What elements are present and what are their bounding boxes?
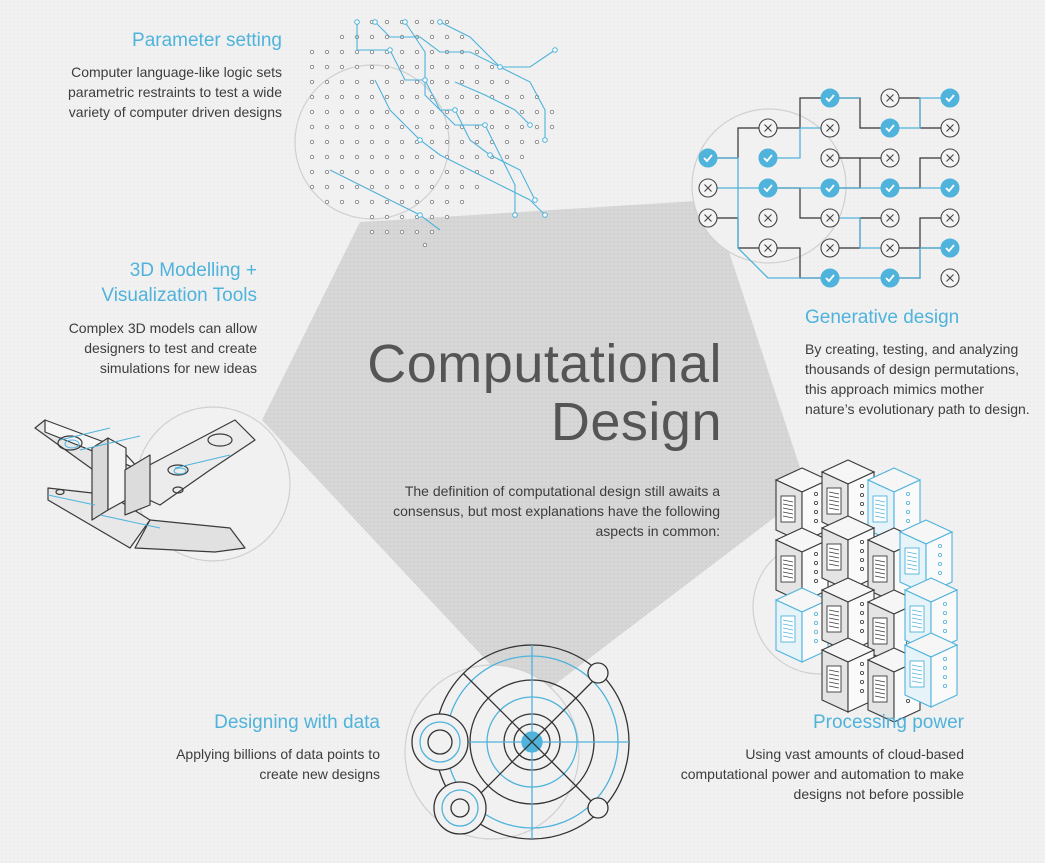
central-pentagon [262, 200, 808, 705]
data-body: Applying billions of data points to crea… [176, 746, 380, 782]
intro-text: The definition of computational design s… [393, 483, 720, 539]
dot-grid-network-icon [309, 19, 558, 248]
data-block: Designing with data Applying billions of… [150, 710, 380, 784]
title-line-2: Design [550, 392, 722, 452]
generative-heading: Generative design [805, 307, 960, 328]
generative-block: Generative design By creating, testing, … [805, 305, 1030, 419]
parameter-setting-body: Computer language-like logic sets parame… [68, 64, 282, 120]
modelling-block: 3D Modelling + Visualization Tools Compl… [30, 258, 257, 378]
title-line-1: Computational [367, 334, 722, 394]
processing-body: Using vast amounts of cloud-based comput… [680, 746, 964, 802]
wireframe-jet-icon [34, 419, 256, 553]
jet-projection-lines [47, 427, 231, 529]
parameter-setting-block: Parameter setting Computer language-like… [60, 28, 282, 122]
data-heading: Designing with data [214, 712, 380, 733]
parameter-setting-heading: Parameter setting [132, 30, 282, 51]
data-target-icon [411, 644, 630, 840]
modelling-body: Complex 3D models can allow designers to… [68, 320, 257, 376]
modelling-heading-line-1: 3D Modelling + [129, 260, 257, 281]
processing-block: Processing power Using vast amounts of c… [680, 710, 964, 804]
modelling-heading: 3D Modelling + Visualization Tools [30, 258, 257, 308]
generative-network-icon [698, 88, 960, 288]
modelling-heading-line-2: Visualization Tools [101, 285, 257, 306]
processing-heading: Processing power [812, 712, 964, 733]
page-title: Computational Design [330, 335, 722, 451]
server-cube-icon [774, 459, 959, 723]
generative-body: By creating, testing, and analyzing thou… [805, 341, 1030, 417]
